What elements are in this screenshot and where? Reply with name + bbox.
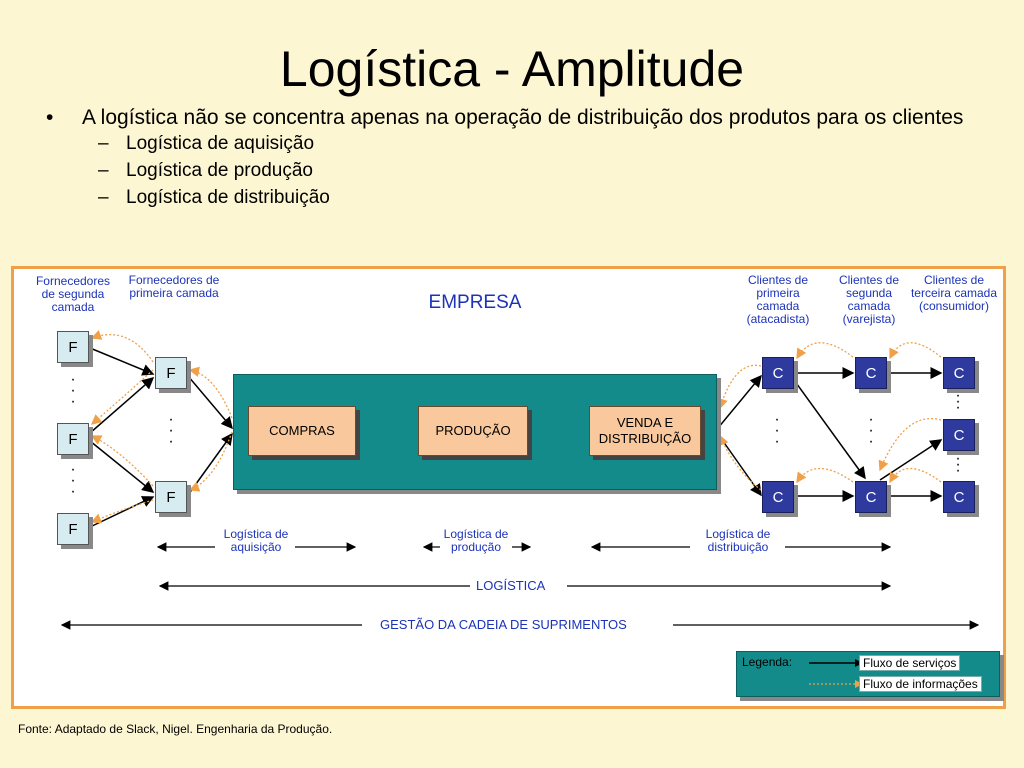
ellipsis-dots: · · · — [955, 387, 961, 416]
info-flow — [796, 468, 854, 484]
flow-line — [793, 379, 866, 480]
flow-line — [89, 347, 155, 376]
client-node: C — [855, 357, 887, 389]
ellipsis-dots: · · · — [774, 411, 780, 450]
process-venda-distribuicao: VENDA E DISTRIBUIÇÃO — [589, 406, 701, 456]
legend-informacoes: Fluxo de informações — [859, 676, 982, 692]
flow-line — [717, 433, 762, 497]
supplier-node: F — [57, 513, 89, 545]
process-producao: PRODUÇÃO — [418, 406, 528, 456]
slide-title: Logística - Amplitude — [279, 41, 745, 97]
label-gestao-cadeia: GESTÃO DA CADEIA DE SUPRIMENTOS — [374, 617, 633, 632]
label-clients-second-tier: Clientes de segunda camada (varejista) — [838, 273, 900, 326]
supplier-node: F — [155, 481, 187, 513]
label-suppliers-first-tier: Fornecedores de primeira camada — [128, 273, 220, 300]
supplier-node: F — [155, 357, 187, 389]
flow-line — [89, 496, 155, 528]
sub-bullet-text: Logística de aquisição — [126, 133, 315, 154]
sub-bullet-aquisicao: –Logística de aquisição — [98, 133, 315, 154]
ellipsis-dots: · · · — [70, 371, 76, 410]
label-logistica: LOGÍSTICA — [470, 578, 552, 593]
client-node: C — [943, 419, 975, 451]
client-node: C — [943, 481, 975, 513]
flow-line — [879, 439, 943, 481]
sub-bullet-text: Logística de distribuição — [126, 187, 330, 208]
sub-bullet-distribuicao: –Logística de distribuição — [98, 187, 330, 208]
bullet-marker: • — [46, 106, 54, 129]
info-flow — [889, 468, 942, 484]
legend-servicos: Fluxo de serviços — [859, 655, 961, 671]
ellipsis-dots: · · · — [168, 411, 174, 450]
flow-line — [187, 432, 233, 496]
info-flow — [878, 418, 942, 472]
label-clients-third-tier: Clientes de terceira camada (consumidor) — [910, 273, 998, 313]
supplier-node: F — [57, 331, 89, 363]
info-flow — [91, 369, 154, 425]
ellipsis-dots: · · · — [955, 450, 961, 479]
flow-line — [89, 377, 155, 434]
client-node: C — [762, 357, 794, 389]
info-flow — [717, 364, 762, 410]
sub-bullet-text: Logística de produção — [126, 160, 313, 181]
sub-bullet-producao: –Logística de produção — [98, 160, 313, 181]
flow-line — [717, 374, 762, 429]
bullet-text: A logística não se concentra apenas na o… — [82, 106, 964, 129]
client-node: C — [855, 481, 887, 513]
legend-markers — [809, 659, 863, 688]
client-node: C — [943, 357, 975, 389]
ellipsis-dots: · · · — [70, 461, 76, 500]
label-empresa: EMPRESA — [428, 292, 522, 313]
flow-line — [187, 375, 233, 430]
source-citation: Fonte: Adaptado de Slack, Nigel. Engenha… — [18, 722, 333, 736]
client-node: C — [762, 481, 794, 513]
info-flow — [889, 342, 942, 360]
info-flow — [90, 435, 154, 487]
label-clients-first-tier: Clientes de primeira camada (atacadista) — [746, 273, 810, 326]
label-logistica-producao: Logística de produção — [443, 527, 509, 554]
legend-box: Legenda: Fluxo de serviços Fluxo de info… — [736, 651, 1000, 697]
info-flow — [90, 330, 154, 363]
label-suppliers-second-tier: Fornecedores de segunda camada — [35, 274, 111, 314]
supplier-node: F — [57, 423, 89, 455]
bullet-list: • A logística não se concentra apenas na… — [40, 106, 1000, 211]
info-flow — [718, 434, 762, 491]
legend-title: Legenda: — [742, 655, 793, 669]
process-compras: COMPRAS — [248, 406, 356, 456]
info-flow — [188, 366, 233, 419]
info-flow — [90, 499, 154, 524]
info-flow — [796, 342, 854, 360]
info-flow — [188, 431, 233, 492]
ellipsis-dots: · · · — [868, 411, 874, 450]
label-logistica-distribuicao: Logística de distribuição — [705, 527, 771, 554]
bullet-item: • A logística não se concentra apenas na… — [40, 106, 1000, 130]
label-logistica-aquisicao: Logística de aquisição — [223, 527, 289, 554]
flow-line — [89, 440, 155, 493]
